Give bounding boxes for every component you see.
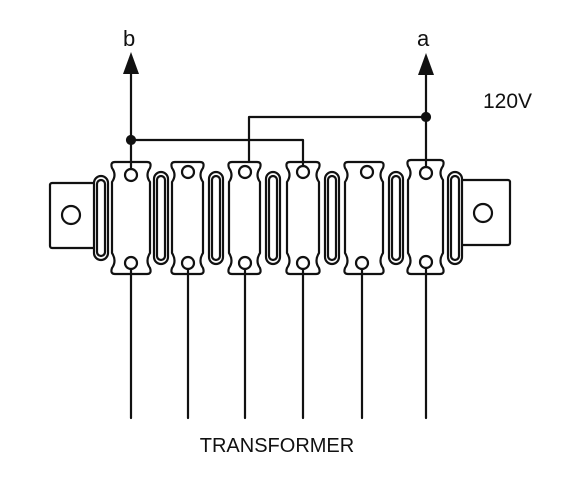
terminal-divider-4 — [325, 172, 339, 264]
terminal-a-label: a — [417, 26, 430, 51]
terminal-3 — [228, 162, 260, 274]
terminal-divider-left-end — [94, 176, 108, 260]
terminal-1 — [111, 162, 150, 274]
diagram-caption: TRANSFORMER — [200, 435, 354, 457]
terminal-4 — [286, 162, 319, 274]
terminal-divider-5 — [389, 172, 403, 264]
terminal-6 — [407, 160, 443, 274]
terminal-b-label: b — [123, 26, 135, 51]
right-mounting-bracket — [460, 180, 510, 245]
terminal-divider-right-end — [448, 172, 462, 264]
terminal-block — [94, 160, 462, 274]
terminal-divider-2 — [209, 172, 223, 264]
terminal-5 — [344, 162, 383, 274]
voltage-label: 120V — [483, 90, 532, 113]
output-b-wire — [127, 68, 303, 169]
terminal-divider-3 — [266, 172, 280, 264]
output-a-wire — [249, 70, 430, 167]
terminal-divider-1 — [154, 172, 168, 264]
arrow-up-icon — [123, 52, 139, 74]
transformer-leads — [131, 268, 426, 418]
terminal-2 — [171, 162, 203, 274]
left-mounting-bracket — [50, 183, 100, 248]
arrow-up-icon — [418, 53, 434, 75]
